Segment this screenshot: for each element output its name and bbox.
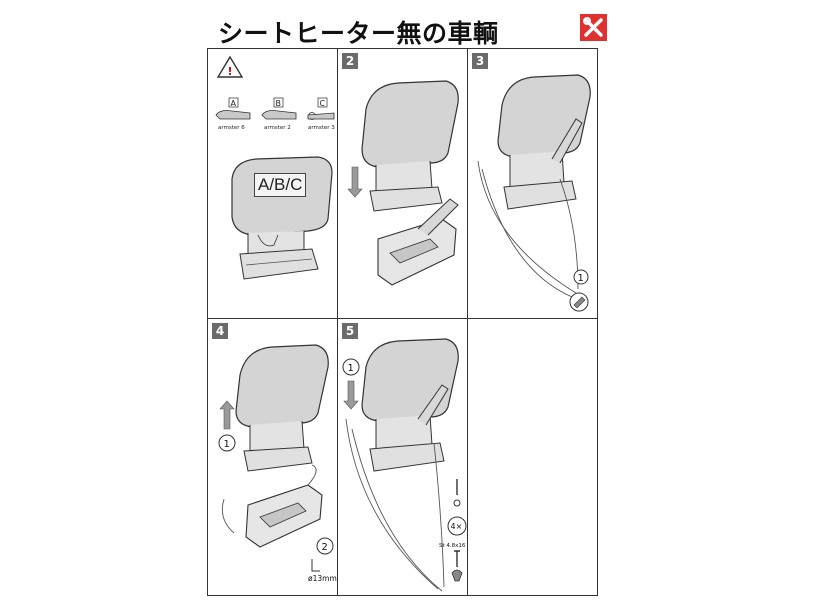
tools-icon: [580, 14, 607, 41]
step-number: 2: [342, 53, 358, 69]
variant-b-caption: armster 2: [264, 125, 291, 131]
panel-empty: [467, 318, 598, 596]
instruction-grid: ! A armster 6 B armster 2 C armster 3: [207, 48, 598, 596]
drill-icon: [311, 559, 320, 572]
panel-step-5: 5 1 4× St 4.8x16: [337, 318, 468, 596]
sub-step-number: 1: [578, 273, 584, 284]
panel-variants: ! A armster 6 B armster 2 C armster 3: [207, 48, 338, 319]
sub-step-1-number: 1: [224, 439, 230, 450]
step-3-diagram: 1: [477, 74, 591, 312]
screw-icon: [451, 479, 463, 582]
variant-c-letter: C: [320, 99, 326, 108]
step-2-diagram: [347, 80, 459, 286]
step-number: 3: [472, 53, 488, 69]
model-label: A/B/C: [254, 173, 307, 197]
variant-b-letter: B: [276, 99, 282, 108]
panel-step-3: 3 1: [467, 48, 598, 319]
screw-count: 4×: [451, 522, 463, 531]
variant-c-caption: armster 3: [308, 125, 335, 131]
step-number: 5: [342, 323, 358, 339]
step-number: 4: [212, 323, 228, 339]
screw-spec: St 4.8x16: [439, 543, 466, 549]
drill-size: ø13mm: [308, 574, 337, 583]
panel-step-2: 2: [337, 48, 468, 319]
variant-a-caption: armster 6: [218, 125, 245, 131]
down-arrow-icon: [347, 166, 363, 198]
step-4-diagram: 1 2 ø13mm: [218, 344, 337, 583]
warning-mark: !: [228, 65, 233, 78]
sub-step-2-number: 2: [322, 542, 328, 553]
panel-step-4: 4 1 2 ø13mm: [207, 318, 338, 596]
sub-step-number: 1: [348, 363, 354, 374]
variant-a-letter: A: [231, 99, 237, 108]
screwdriver-icon: [573, 296, 586, 309]
up-arrow-icon: [219, 400, 235, 430]
down-arrow-icon: [343, 380, 359, 410]
page-title: シートヒーター無の車輌: [218, 19, 499, 48]
step-5-diagram: 1 4× St 4.8x16: [342, 338, 467, 592]
warning-triangle-icon: !: [216, 55, 244, 78]
